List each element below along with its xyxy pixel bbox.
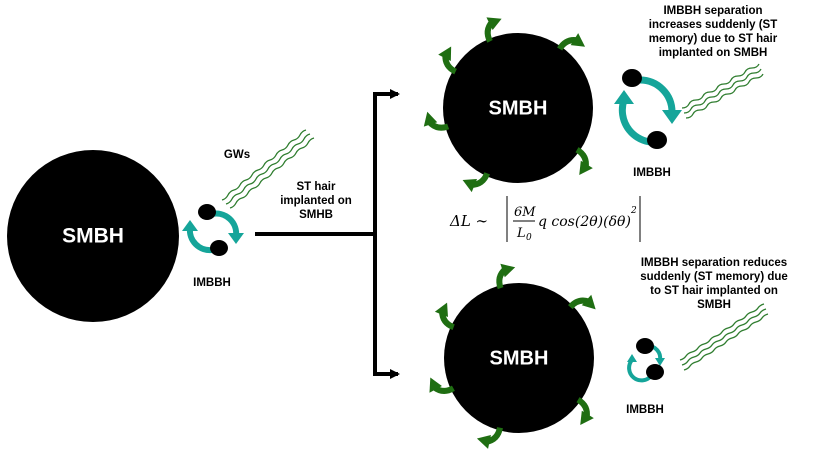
left-gw-waves bbox=[221, 129, 315, 209]
equation-numerator: 6M bbox=[514, 205, 536, 220]
equation-exponent: 2 bbox=[630, 206, 637, 216]
top-caption-line-2: increases suddenly (ST bbox=[649, 19, 777, 31]
left-smbh bbox=[7, 150, 179, 322]
st-hair-line-1: ST hair bbox=[297, 181, 337, 193]
st-hair-line-3: SMHB bbox=[299, 209, 333, 221]
left-imbbh-label: IMBBH bbox=[193, 277, 231, 289]
bottom-imbbh-label: IMBBH bbox=[626, 404, 664, 416]
bottom-smbh-label: SMBH bbox=[490, 347, 549, 369]
left-imbbh-binary bbox=[182, 204, 244, 256]
bottom-hair-arrows bbox=[429, 263, 596, 449]
top-imbbh-binary bbox=[614, 69, 682, 149]
equation-denominator-sub: 0 bbox=[526, 233, 532, 243]
equation-lhs: ΔL ∼ bbox=[449, 212, 488, 230]
top-caption-line-4: implanted on SMBH bbox=[659, 47, 768, 59]
top-caption-line-3: memory) due to ST hair bbox=[649, 33, 778, 45]
equation-denominator: L bbox=[516, 226, 526, 241]
branch-arrows bbox=[255, 89, 400, 379]
gw-label: GWs bbox=[224, 149, 250, 161]
left-smbh-label: SMBH bbox=[62, 225, 124, 248]
bottom-imbbh-binary bbox=[627, 338, 665, 383]
top-caption-line-1: IMBBH separation bbox=[663, 5, 762, 17]
equation: ΔL ∼ 6M L 0 q cos(2θ)(δθ) 2 bbox=[449, 196, 641, 243]
bottom-caption-line-3: to ST hair implanted on bbox=[650, 285, 778, 297]
top-hair-arrows bbox=[423, 17, 593, 193]
bottom-caption-line-4: SMBH bbox=[697, 299, 731, 311]
st-hair-line-2: implanted on bbox=[280, 195, 352, 207]
bottom-gw-waves bbox=[679, 303, 769, 371]
top-smbh bbox=[443, 33, 593, 183]
bottom-caption-line-1: IMBBH separation reduces bbox=[641, 257, 787, 269]
top-smbh-label: SMBH bbox=[489, 97, 548, 119]
bottom-smbh bbox=[444, 283, 594, 433]
bottom-caption-line-2: suddenly (ST memory) due bbox=[640, 271, 788, 283]
equation-rest: q cos(2θ)(δθ) bbox=[538, 214, 631, 230]
top-gw-waves bbox=[681, 63, 764, 119]
top-imbbh-label: IMBBH bbox=[633, 167, 671, 179]
